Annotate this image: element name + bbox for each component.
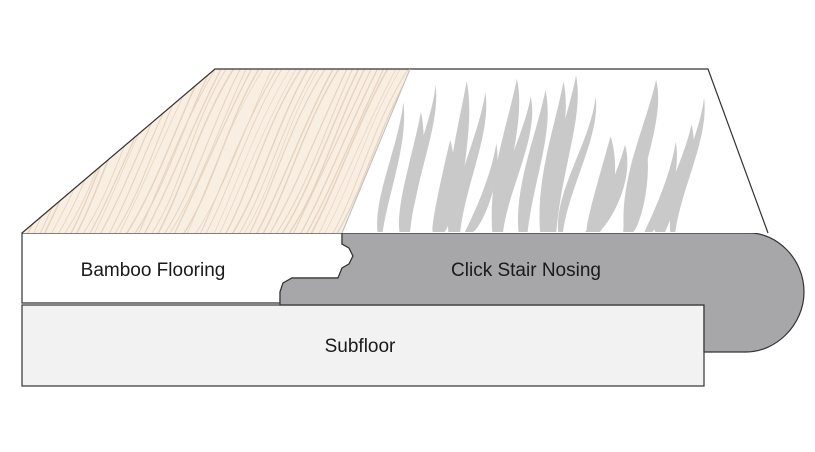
nosing-grain-streak <box>494 96 533 232</box>
bamboo-grain-line <box>271 69 358 233</box>
bamboo-grain-line <box>320 69 406 233</box>
bamboo-grain-line <box>296 69 383 233</box>
bamboo-grain-line <box>227 69 314 233</box>
nosing-grain-streak <box>539 81 566 232</box>
nosing-grain-streak <box>491 78 520 232</box>
subfloor-label: Subfloor <box>325 336 396 357</box>
bamboo-grain-line <box>140 69 227 233</box>
bamboo-grain-line <box>216 69 302 233</box>
bamboo-grain-line <box>170 69 257 233</box>
nosing-grain-streak <box>669 97 705 232</box>
bamboo-grain-line <box>159 69 246 233</box>
nosing-grain-streak <box>518 90 548 232</box>
nosing-grain-streak <box>557 96 597 232</box>
bamboo-grain-line <box>283 69 371 233</box>
subfloor-board <box>21 304 705 387</box>
bamboo-grain-line <box>234 69 321 233</box>
bamboo-grain-line <box>289 69 376 233</box>
nosing-grain-streak <box>447 81 470 232</box>
nosing-grain-streak <box>453 92 487 233</box>
bamboo-grain-line <box>221 69 308 233</box>
bamboo-grain-line <box>183 69 270 233</box>
bamboo-grain-line <box>130 69 217 233</box>
nosing-grain-streak <box>404 84 437 232</box>
bamboo-grain-line <box>165 69 251 233</box>
click-stair-nosing-label: Click Stair Nosing <box>451 260 601 281</box>
bamboo-grain-line <box>135 69 222 233</box>
bamboo-grain-line <box>328 69 410 233</box>
nosing-grain-streak <box>654 124 694 232</box>
bamboo-flooring-label: Bamboo Flooring <box>81 260 226 281</box>
bamboo-grain-line <box>315 69 402 233</box>
click-stair-nosing-body <box>279 232 805 353</box>
bamboo-grain-line <box>197 69 283 233</box>
seam-line <box>341 68 411 234</box>
bamboo-grain-line <box>252 69 339 233</box>
bamboo-grain-line <box>277 69 364 233</box>
bamboo-grain-line <box>191 69 277 233</box>
nosing-grain-streak <box>377 102 405 232</box>
bamboo-grain-line <box>178 69 265 233</box>
nosing-grain-streak <box>584 144 628 233</box>
bamboo-grain-line <box>258 69 346 233</box>
bamboo-grain-line <box>265 69 352 233</box>
nosing-grain-streak <box>547 75 578 232</box>
bamboo-grain-line <box>210 69 297 233</box>
bamboo-grain-line <box>302 69 389 233</box>
bamboo-grain-line <box>202 69 288 233</box>
bamboo-grain-line <box>239 69 325 233</box>
bamboo-grain-line <box>153 69 240 233</box>
nosing-grain-streak <box>398 111 424 232</box>
nosing-grain <box>377 75 705 233</box>
top-outline <box>21 68 769 234</box>
bamboo-grain-line <box>146 69 233 233</box>
bamboo-grain-line <box>307 69 394 233</box>
nosing-grain-streak <box>623 79 659 232</box>
nosing-grain-streak <box>464 143 498 233</box>
bamboo-grain-line <box>245 69 332 233</box>
